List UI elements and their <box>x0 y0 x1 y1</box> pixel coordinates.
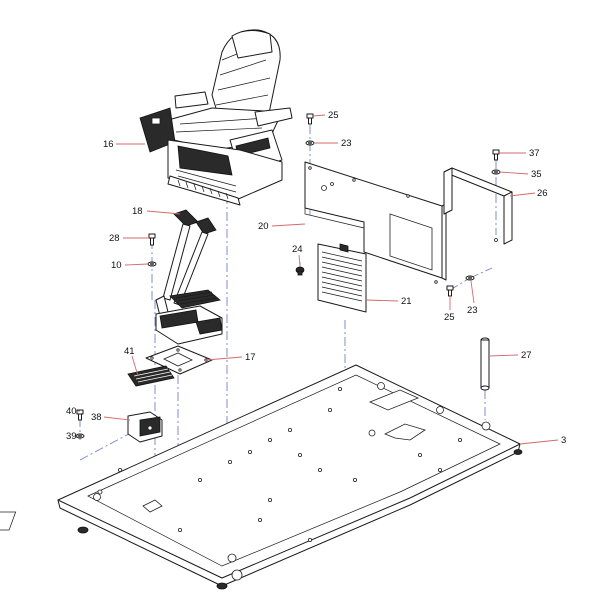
callout-10: 10 <box>111 260 122 271</box>
pedal-assembly <box>155 209 223 345</box>
callout-27: 27 <box>521 350 532 361</box>
callout-3: 3 <box>561 435 566 446</box>
bolt-25-right <box>446 285 454 297</box>
bolt-40 <box>76 409 84 421</box>
base-plate <box>0 364 523 590</box>
callout-23-top: 23 <box>341 138 352 149</box>
callout-23-right: 23 <box>467 305 478 316</box>
rear-panel <box>304 161 447 284</box>
callout-37: 37 <box>529 148 540 159</box>
callout-24: 24 <box>292 244 303 255</box>
washer-10 <box>147 261 157 267</box>
pedal-pad <box>127 365 175 387</box>
callout-labels: 16 18 28 10 41 17 40 38 39 25 23 20 24 2… <box>66 110 566 446</box>
callout-16: 16 <box>103 139 114 150</box>
callout-21: 21 <box>401 296 412 307</box>
callout-17: 17 <box>245 352 256 363</box>
leader-lines <box>76 114 559 445</box>
operator-seat <box>139 29 293 206</box>
washer-35 <box>491 169 501 175</box>
callout-25-right: 25 <box>444 312 455 323</box>
callout-38: 38 <box>91 412 102 423</box>
callout-39: 39 <box>66 431 77 442</box>
callout-41: 41 <box>124 346 135 357</box>
bolt-25-top <box>306 113 314 125</box>
support-post <box>480 337 490 391</box>
vent-grille <box>317 243 367 313</box>
washer-23-right <box>465 275 475 281</box>
bracket-38 <box>127 411 163 443</box>
washer-23-top <box>305 140 315 146</box>
callout-40: 40 <box>66 406 77 417</box>
bolt-28 <box>148 233 156 246</box>
callout-35: 35 <box>531 169 542 180</box>
callout-26: 26 <box>537 188 548 199</box>
callout-25-top: 25 <box>328 110 339 121</box>
callout-20: 20 <box>258 221 269 232</box>
knob-24 <box>295 266 305 276</box>
bolt-37 <box>492 149 500 161</box>
side-bracket <box>443 167 513 245</box>
pedal-mount-plate <box>145 345 213 375</box>
callout-28: 28 <box>109 233 120 244</box>
callout-18: 18 <box>132 206 143 217</box>
